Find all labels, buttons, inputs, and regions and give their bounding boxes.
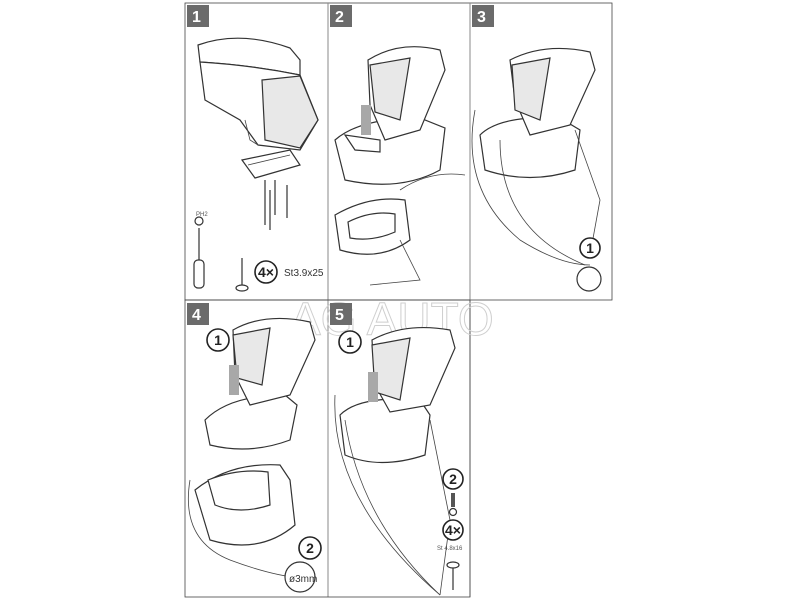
- phillips-head-icon: [194, 216, 204, 226]
- step-badge-4: [187, 303, 209, 325]
- armrest-illustration: [197, 37, 319, 151]
- step-badge-5: [330, 303, 352, 325]
- up-arrow-icon: [229, 365, 239, 395]
- phillips-head-icon: [448, 507, 458, 517]
- armrest-in-car-illustration: [471, 47, 601, 266]
- panel-1: 1 PH2 4× St3.9x25: [187, 5, 324, 292]
- quantity-circle: [442, 519, 464, 541]
- step-circle: [579, 237, 601, 259]
- screws-illustration: [264, 180, 288, 230]
- drill-size-label: ø3mm: [289, 574, 317, 585]
- quantity-circle: [254, 260, 278, 284]
- step-badge-number: 5: [335, 307, 344, 324]
- screwdriver-type-label: PH2: [196, 212, 208, 218]
- screwdriver-icon: [193, 228, 205, 289]
- screw-spec-label: St 4.8x16: [437, 546, 463, 552]
- clip-detail-icon: [576, 266, 602, 292]
- step-circle-label: 2: [449, 471, 457, 487]
- step-badge-number: 3: [477, 9, 486, 26]
- panel-5: 5 1 2 4× St 4.8x16: [330, 303, 464, 596]
- step-circle-label: 1: [214, 332, 222, 348]
- quantity-label: 4×: [445, 522, 461, 538]
- screw-icon: [235, 258, 249, 292]
- step-badge-number: 4: [192, 307, 201, 324]
- step-circle-1: [206, 328, 230, 352]
- step-circle-label: 2: [306, 540, 314, 556]
- screw-spec-label: St3.9x25: [284, 268, 324, 279]
- step-badge-3: [472, 5, 494, 27]
- step-circle-2: [298, 536, 322, 560]
- panel-frames: [184, 2, 613, 598]
- step-circle-label: 1: [586, 240, 594, 256]
- screw-icon: [446, 561, 460, 590]
- panel-3: 3 1: [471, 5, 602, 292]
- mounting-bracket: [240, 149, 301, 179]
- step-badge-1: [187, 5, 209, 27]
- step-circle-2: [442, 468, 464, 490]
- step-circle-label: 1: [346, 334, 354, 350]
- drill-detail-icon: [284, 561, 316, 593]
- panel-2: 2: [330, 5, 466, 286]
- car-console-illustration: [334, 173, 466, 286]
- car-console-illustration: [187, 464, 301, 579]
- panel-4: 4 1 2 ø3mm: [187, 303, 322, 593]
- step-badge-number: 2: [335, 9, 344, 26]
- armrest-lifted-illustration: [204, 317, 316, 450]
- screwdriver-icon: [451, 493, 455, 507]
- step-badge-2: [330, 5, 352, 27]
- down-arrow-icon: [361, 105, 371, 135]
- step-badge-number: 1: [192, 9, 201, 26]
- step-circle-1: [338, 330, 362, 354]
- armrest-installed-illustration: [334, 326, 456, 596]
- armrest-on-base-illustration: [334, 46, 446, 185]
- quantity-label: 4×: [258, 264, 274, 280]
- down-arrow-icon: [368, 372, 378, 402]
